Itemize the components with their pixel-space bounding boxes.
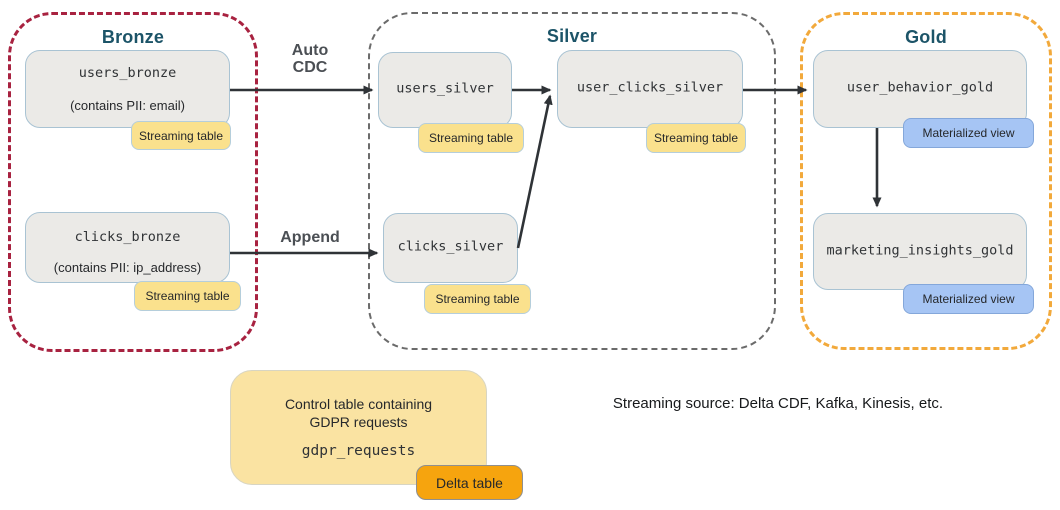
table-name-clicks-silver: clicks_silver <box>397 238 504 255</box>
zone-title-silver: Silver <box>546 26 598 46</box>
node-user-clicks-silver: user_clicks_silver Streaming table <box>557 50 746 153</box>
node-users-silver: users_silver Streaming table <box>378 52 524 153</box>
badge-delta-table: Delta table <box>416 465 523 500</box>
control-table-caption-line2: GDPR requests <box>309 414 408 430</box>
control-table-caption-line1: Control table containing <box>284 396 433 412</box>
control-table-gdpr: Control table containing GDPR requests g… <box>230 370 523 500</box>
badge-streaming-table: Streaming table <box>131 121 231 150</box>
node-clicks-bronze: clicks_bronze (contains PII: ip_address)… <box>25 212 241 311</box>
zone-title-gold: Gold <box>905 27 947 47</box>
badge-streaming-table: Streaming table <box>418 123 524 153</box>
badge-streaming-table: Streaming table <box>424 284 531 314</box>
zone-gold: Gold <box>800 12 1052 350</box>
zone-silver: Silver <box>368 12 776 350</box>
table-name-gdpr-requests: gdpr_requests <box>301 443 416 459</box>
node-clicks-silver: clicks_silver Streaming table <box>383 213 531 314</box>
badge-streaming-table: Streaming table <box>646 123 746 153</box>
node-user-behavior-gold: user_behavior_gold Materialized view <box>813 50 1034 148</box>
streaming-source-note: Streaming source: Delta CDF, Kafka, Kine… <box>612 395 944 412</box>
table-name-clicks-bronze: clicks_bronze <box>74 229 181 245</box>
edge-label-append: Append <box>280 229 340 246</box>
edge-label-auto-cdc: Auto CDC <box>270 42 350 76</box>
zone-title-bronze: Bronze <box>101 27 165 47</box>
edge-label-auto: Auto <box>291 42 329 59</box>
badge-materialized-view: Materialized view <box>903 118 1034 148</box>
table-name-user-clicks-silver: user_clicks_silver <box>576 79 724 96</box>
node-marketing-insights-gold: marketing_insights_gold Materialized vie… <box>813 213 1034 314</box>
table-name-users-bronze: users_bronze <box>78 65 177 81</box>
pii-note-users-bronze: (contains PII: email) <box>70 98 185 113</box>
zone-bronze: Bronze <box>8 12 258 352</box>
table-name-user-behavior-gold: user_behavior_gold <box>846 79 994 96</box>
node-users-bronze: users_bronze (contains PII: email) Strea… <box>25 50 231 150</box>
pii-note-clicks-bronze: (contains PII: ip_address) <box>53 260 202 275</box>
table-name-marketing-insights-gold: marketing_insights_gold <box>826 242 1014 259</box>
badge-materialized-view: Materialized view <box>903 284 1034 314</box>
badge-streaming-table: Streaming table <box>134 281 241 311</box>
table-name-users-silver: users_silver <box>396 80 494 97</box>
edge-label-cdc: CDC <box>292 59 328 76</box>
